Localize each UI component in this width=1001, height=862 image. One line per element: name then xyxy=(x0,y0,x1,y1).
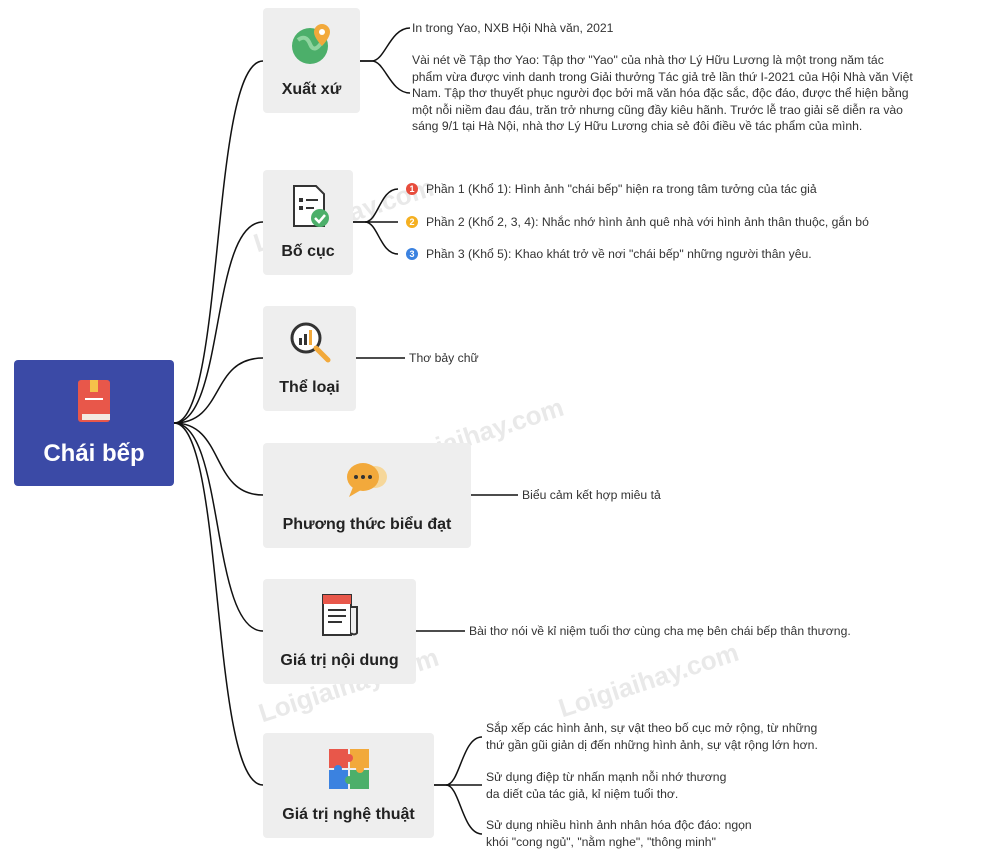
leaf-text: In trong Yao, NXB Hội Nhà văn, 2021 xyxy=(412,21,614,35)
root-node[interactable]: Chái bếp xyxy=(14,360,174,486)
node-label: Giá trị nội dung xyxy=(280,652,399,669)
leaf-text: Sử dụng nhiều hình ảnh nhân hóa độc đáo:… xyxy=(486,818,752,849)
number-badge: 2 xyxy=(406,216,418,228)
leaf-text: Biểu cảm kết hợp miêu tả xyxy=(522,488,661,502)
book-icon xyxy=(78,380,110,422)
newspaper-icon xyxy=(322,594,358,636)
node-label: Giá trị nghệ thuật xyxy=(282,806,415,823)
node-gia-tri-noi-dung[interactable]: Giá trị nội dung xyxy=(263,579,416,684)
number-badge: 1 xyxy=(406,183,418,195)
node-xuat-xu[interactable]: Xuất xứ xyxy=(263,8,360,113)
checklist-icon xyxy=(293,185,329,227)
node-gia-tri-nghe-thuat[interactable]: Giá trị nghệ thuật xyxy=(263,733,434,838)
node-bo-cuc[interactable]: Bố cục xyxy=(263,170,353,275)
leaf-text: Bài thơ nói về kỉ niệm tuổi thơ cùng cha… xyxy=(469,624,851,638)
globe-pin-icon xyxy=(292,24,330,64)
node-the-loai[interactable]: Thể loại xyxy=(263,306,356,411)
node-label: Bố cục xyxy=(281,243,335,260)
node-label: Xuất xứ xyxy=(281,81,342,98)
root-label: Chái bếp xyxy=(43,440,145,467)
number-badge: 3 xyxy=(406,248,418,260)
node-label: Thể loại xyxy=(279,379,340,396)
node-label: Phương thức biểu đạt xyxy=(282,516,452,533)
leaf-text: Sắp xếp các hình ảnh, sự vật theo bố cục… xyxy=(486,721,818,752)
leaf-text: Sử dụng điệp từ nhấn mạnh nỗi nhớ thương… xyxy=(486,770,727,801)
puzzle-icon xyxy=(329,749,369,789)
leaf-text: Thơ bảy chữ xyxy=(409,351,479,365)
magnifier-chart-icon xyxy=(290,322,331,363)
node-phuong-thuc[interactable]: Phương thức biểu đạt xyxy=(263,443,471,548)
leaf-text: Vài nét về Tập thơ Yao: Tập thơ "Yao" củ… xyxy=(412,53,913,133)
chat-bubbles-icon xyxy=(347,463,387,497)
